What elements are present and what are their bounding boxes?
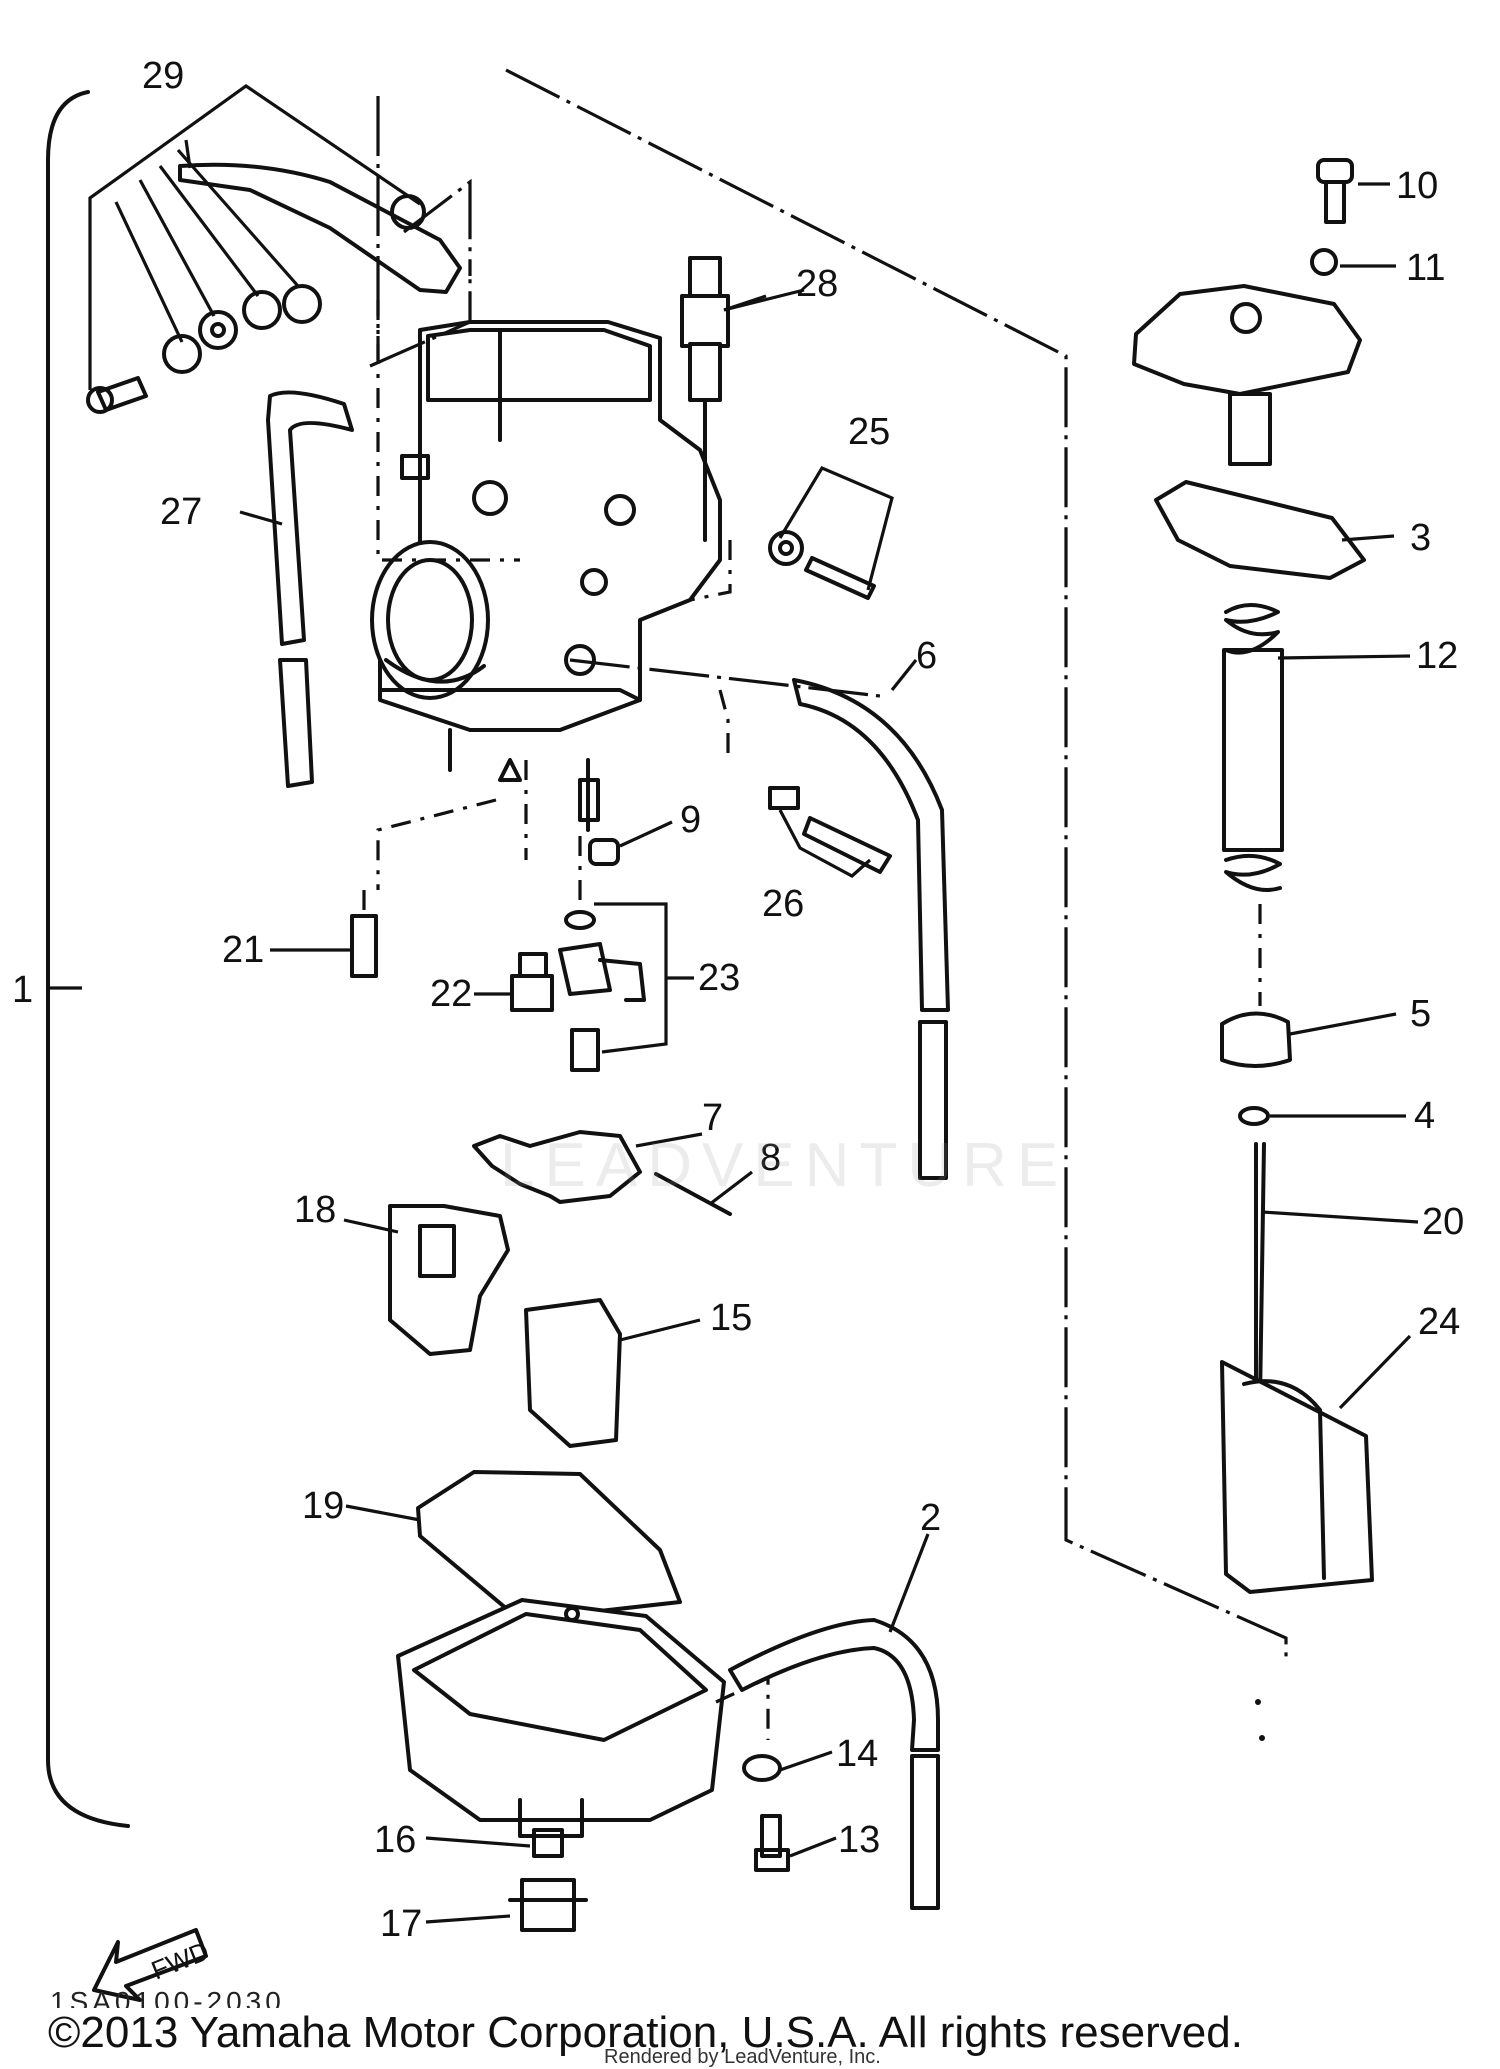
- callout-11: 11: [1406, 247, 1445, 289]
- part-29-throttle-lever-set: [86, 84, 472, 414]
- rendered-by-notice: Rendered by LeadVenture, Inc.: [604, 2046, 881, 2068]
- part-3-gasket: [1154, 480, 1366, 580]
- part-2-hose: [728, 1618, 940, 1910]
- part-28-sensor: [680, 256, 730, 542]
- carburetor-body: [369, 96, 722, 920]
- part-10-11-screw-washer: [1310, 158, 1396, 276]
- assembly-bracket: [46, 90, 130, 1828]
- part-19-gasket: [416, 1470, 682, 1622]
- callout-16: 16: [374, 1819, 416, 1861]
- part-18-float: [388, 1204, 510, 1356]
- part-8-pin: [654, 1172, 732, 1216]
- callout-25: 25: [848, 411, 890, 453]
- float-bowl: [396, 1598, 726, 1838]
- callout-2: 2: [920, 1497, 941, 1539]
- callout-27: 27: [160, 491, 202, 533]
- callout-17: 17: [380, 1903, 422, 1945]
- callout-1: 1: [12, 969, 33, 1011]
- callout-26: 26: [762, 883, 804, 925]
- callout-24: 24: [1418, 1301, 1460, 1343]
- callout-29: 29: [142, 55, 184, 97]
- part-23-float-valve: [558, 902, 668, 1072]
- callout-5: 5: [1410, 993, 1431, 1035]
- part-5-retainer: [1220, 1011, 1292, 1068]
- callout-4: 4: [1414, 1095, 1435, 1137]
- callout-14: 14: [836, 1733, 878, 1775]
- part-16-17-drain-plug: [508, 1828, 588, 1932]
- callout-3: 3: [1410, 517, 1431, 559]
- callout-18: 18: [294, 1189, 336, 1231]
- part-12-spring: [1222, 603, 1284, 1006]
- part-9-cap: [588, 838, 620, 866]
- callout-23: 23: [698, 957, 740, 999]
- part-13-14-screw-washer: [715, 1675, 790, 1872]
- watermark: LEADVENTURE: [500, 1131, 1069, 1200]
- callout-9: 9: [680, 799, 701, 841]
- part-6-hose: [792, 678, 950, 1180]
- part-15-float: [524, 1298, 622, 1448]
- callout-7: 7: [702, 1097, 723, 1139]
- callout-6: 6: [916, 635, 937, 677]
- dash-line-right: [505, 68, 1288, 1660]
- callout-12: 12: [1416, 635, 1458, 677]
- part-22-needle-jet: [510, 952, 554, 1012]
- callout-8: 8: [760, 1137, 781, 1179]
- callout-15: 15: [710, 1297, 752, 1339]
- callout-21: 21: [222, 929, 264, 971]
- callout-20: 20: [1422, 1201, 1464, 1243]
- callout-10: 10: [1396, 165, 1438, 207]
- dot-marks: [1255, 1699, 1265, 1741]
- callout-19: 19: [302, 1485, 344, 1527]
- part-21-main-jet: [350, 890, 378, 978]
- copyright-notice: ©2013 Yamaha Motor Corporation, U.S.A. A…: [48, 2008, 1243, 2057]
- part-24-throttle-valve: [1220, 1360, 1374, 1594]
- part-27-hose: [266, 390, 354, 788]
- part-20-needle: [1254, 1142, 1266, 1402]
- top-cover: [1132, 284, 1362, 466]
- callout-28: 28: [796, 263, 838, 305]
- part-7-holder: [472, 1130, 642, 1204]
- part-26-throttle-stop: [718, 689, 892, 878]
- part-4-clip: [1238, 1106, 1270, 1126]
- part-25-pilot-screw: [689, 465, 894, 602]
- diagram-code: 1SA0100-2030: [50, 1986, 285, 2008]
- callout-22: 22: [430, 973, 472, 1015]
- callout-13: 13: [838, 1819, 880, 1861]
